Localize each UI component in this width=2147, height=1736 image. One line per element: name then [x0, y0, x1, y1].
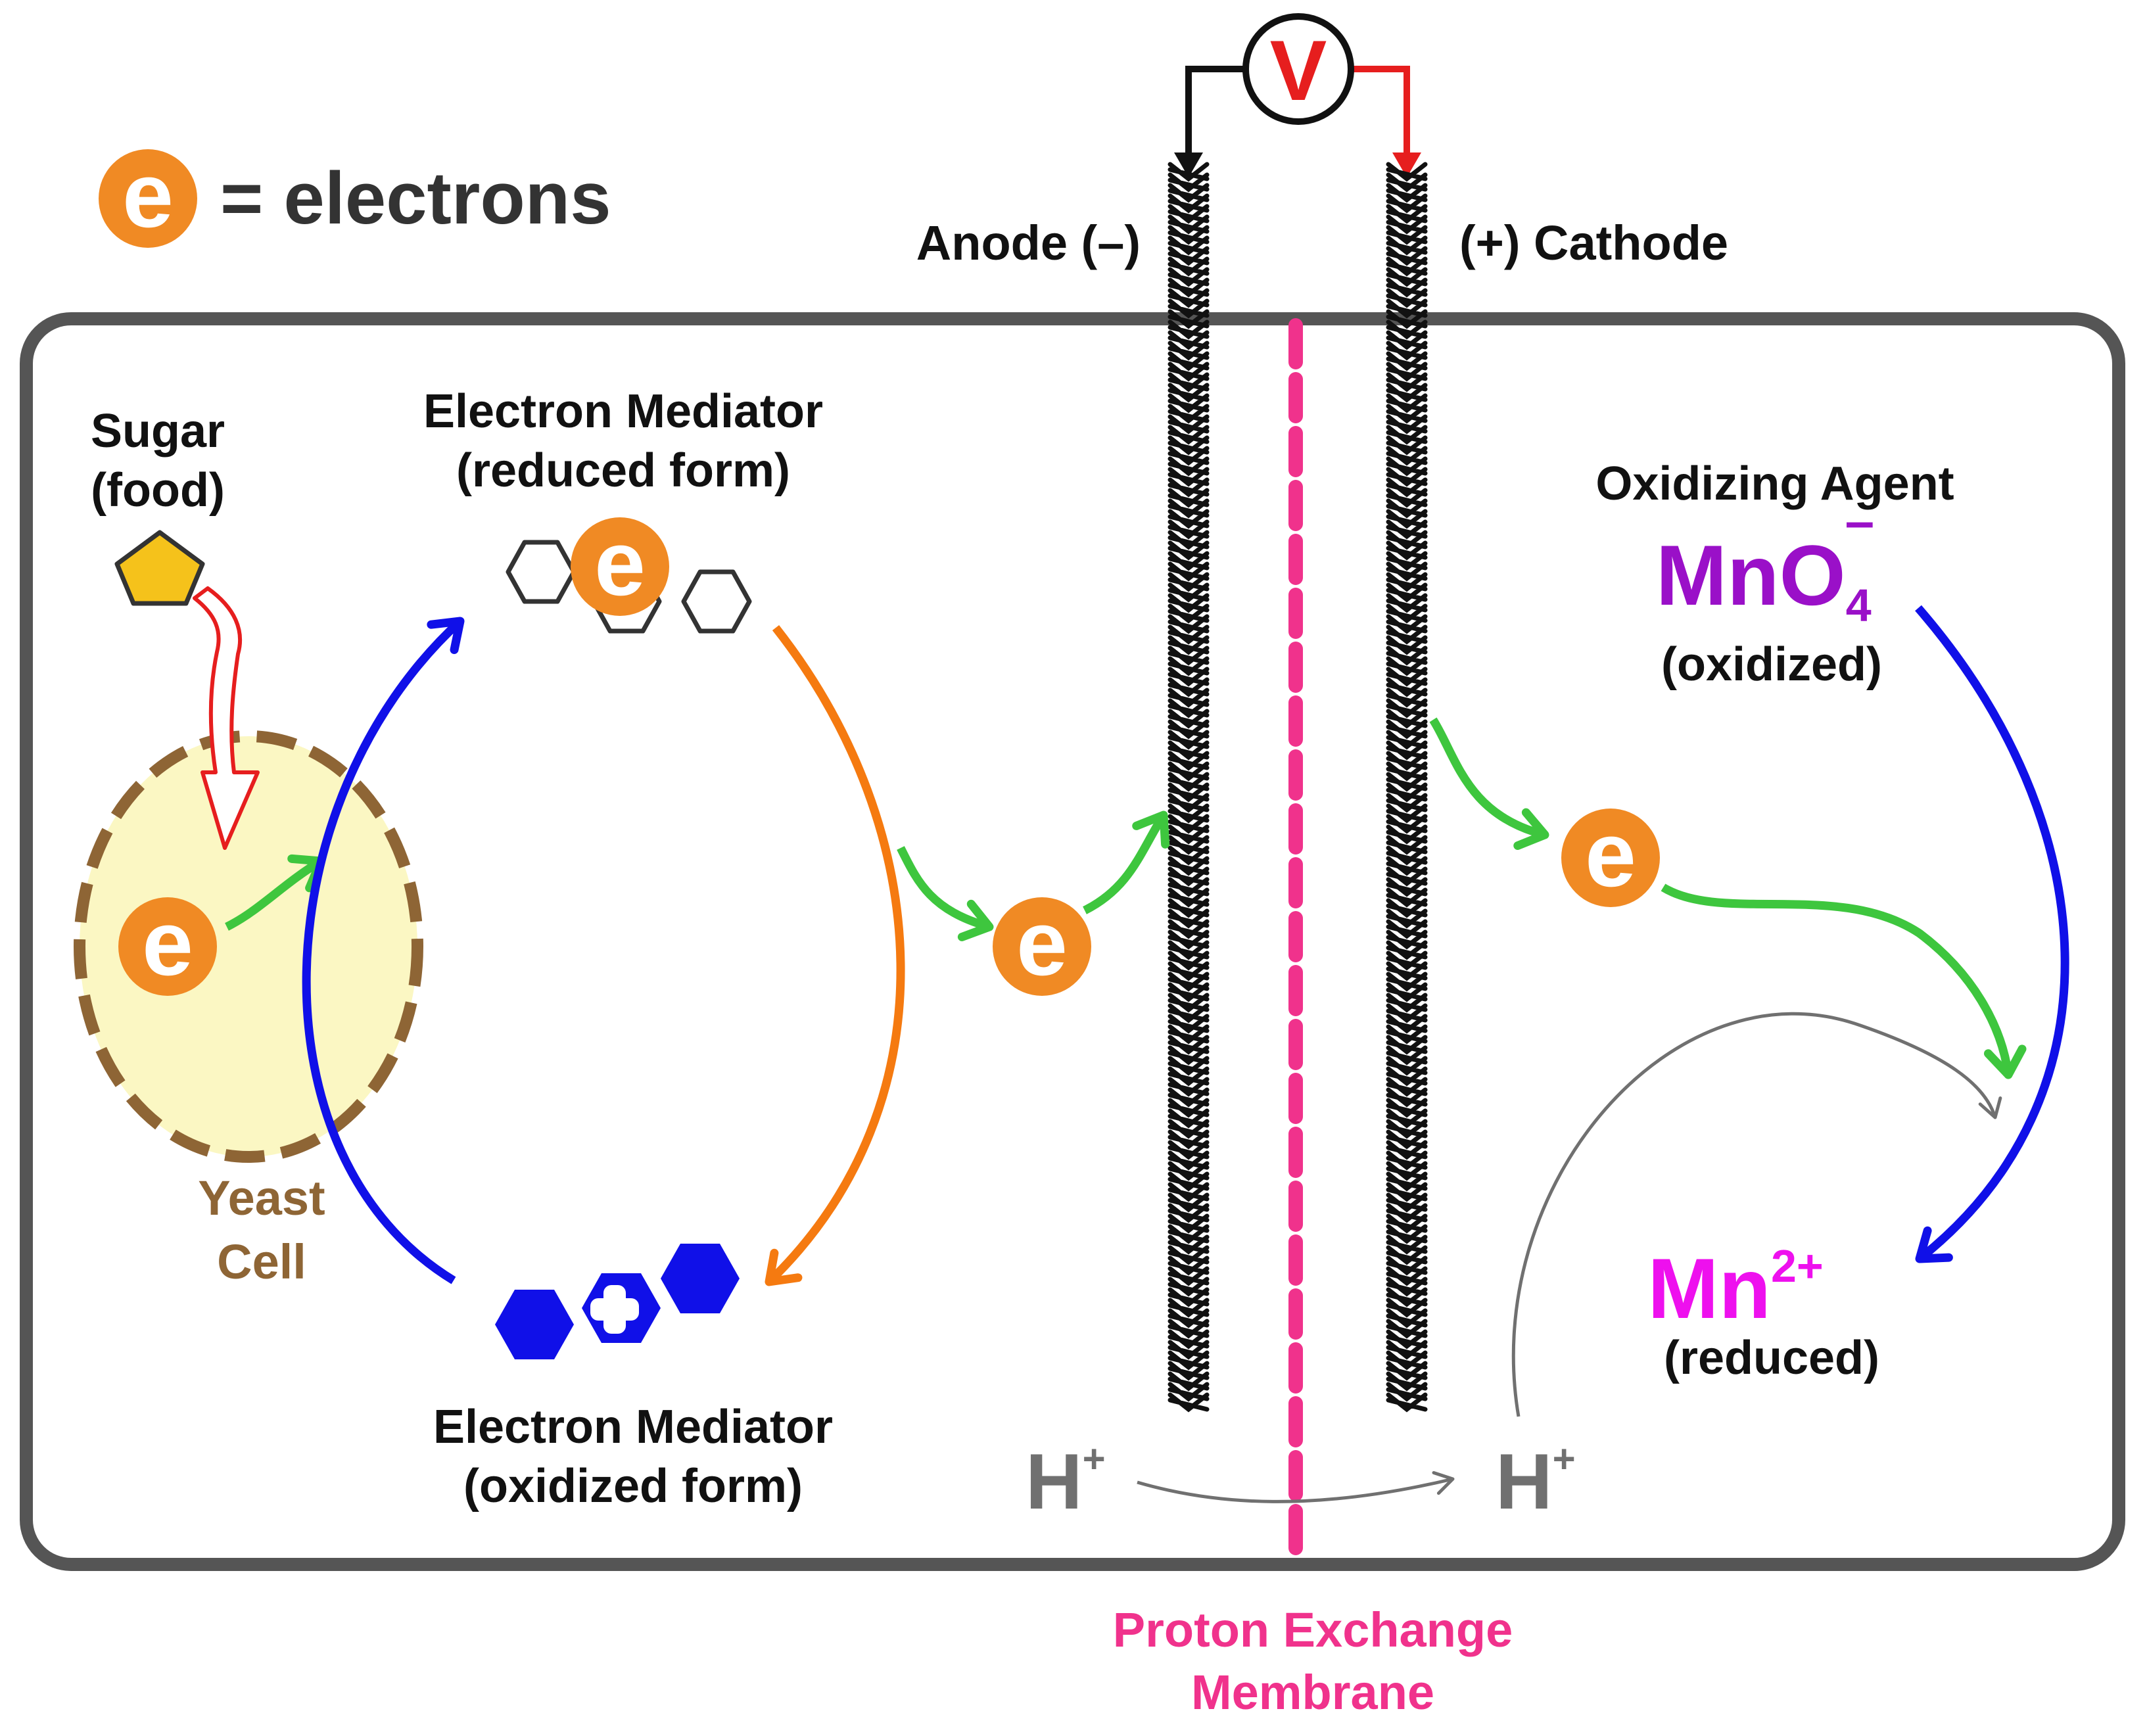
cathode-electron-symbol: e — [1585, 803, 1636, 906]
anode-label: Anode (–) — [916, 216, 1141, 270]
mediator-oxidation-arrow — [765, 624, 905, 1286]
mediator-reduced-label-line1: Electron Mediator — [423, 385, 823, 438]
mediator-oxidized-molecule-icon — [495, 1244, 740, 1359]
cathode-wire — [1352, 66, 1410, 172]
permanganate-superscript: – — [1845, 492, 1875, 550]
anode-proton-charge: + — [1083, 1437, 1106, 1481]
yeast-electron-icon — [118, 897, 217, 996]
yeast-cell — [74, 730, 423, 1163]
mediator-to-electron-arrow — [897, 846, 994, 941]
anode-proton: H+ — [1026, 1437, 1106, 1526]
cathode-proton-main: H — [1496, 1438, 1553, 1526]
sugar-label-line2: (food) — [91, 464, 225, 517]
permanganate-main: MnO — [1656, 527, 1846, 623]
electron-to-anode-arrow — [1083, 810, 1170, 914]
fuel-cell-container — [20, 312, 2125, 1571]
legend-text: = electrons — [220, 157, 611, 239]
anode-proton-main: H — [1026, 1438, 1083, 1526]
cathode-to-electron-arrow — [1429, 717, 1549, 850]
manganese-main: Mn — [1647, 1240, 1771, 1336]
mediator-reduced-label-line2: (reduced form) — [456, 444, 790, 497]
cathode-proton-charge: + — [1553, 1437, 1576, 1481]
voltmeter — [1242, 13, 1354, 125]
anode-wire — [1185, 66, 1244, 172]
anode-electron-icon — [993, 897, 1091, 996]
voltmeter-symbol: V — [1270, 22, 1327, 118]
cathode-label: (+) Cathode — [1459, 216, 1728, 270]
legend-electron-icon — [99, 149, 197, 248]
yeast-electron-flow-arrow — [225, 854, 325, 931]
cathode-electron-icon — [1561, 809, 1660, 907]
mediator-reduced-electron-symbol: e — [594, 511, 646, 615]
legend: e = electrons — [99, 143, 611, 248]
anode-wire-arrowhead-icon — [1174, 152, 1203, 177]
cathode-electrode — [1386, 162, 1428, 1413]
proton-transfer-arrow — [1137, 1470, 1455, 1503]
cathode-wire-arrowhead-icon — [1392, 152, 1421, 177]
mediator-oxidized-label-line1: Electron Mediator — [433, 1401, 833, 1453]
sugar-group: Sugar (food) — [91, 405, 225, 606]
legend-electron-symbol: e — [122, 143, 174, 246]
anode-electron-symbol: e — [1016, 891, 1068, 995]
oxidizing-agent-title: Oxidizing Agent — [1595, 457, 1954, 510]
sugar-label-line1: Sugar — [91, 405, 225, 457]
manganese-superscript: 2+ — [1771, 1240, 1824, 1292]
anode-electrode — [1168, 162, 1210, 1413]
mediator-reduction-arrow — [302, 617, 465, 1284]
membrane-label-line2: Membrane — [1191, 1665, 1434, 1720]
proton-to-reduction-arrow — [1511, 1012, 2002, 1417]
yeast-electron-symbol: e — [142, 891, 193, 995]
membrane-label-line1: Proton Exchange — [1113, 1603, 1513, 1657]
permanganate-subscript: 4 — [1846, 580, 1872, 631]
sugar-uptake-arrow-icon — [193, 586, 260, 850]
yeast-label-line1: Yeast — [198, 1171, 325, 1225]
electron-to-reduction-arrow — [1661, 883, 2027, 1079]
yeast-label-line2: Cell — [217, 1234, 306, 1289]
mediator-oxidized-label-line2: (oxidized form) — [463, 1460, 803, 1513]
reduced-state-label: (reduced) — [1664, 1332, 1879, 1384]
oxidizer-reduction-arrow — [1915, 605, 2069, 1263]
cathode-proton: H+ — [1496, 1437, 1576, 1526]
manganese-formula: Mn2+ — [1647, 1240, 1824, 1336]
sugar-pentagon-icon — [114, 530, 205, 606]
mediator-reduced-electron-icon — [571, 517, 669, 616]
external-circuit: V — [1174, 13, 1421, 177]
permanganate-formula: MnO4 – — [1656, 492, 1874, 631]
oxidized-state-label: (oxidized) — [1661, 638, 1882, 691]
